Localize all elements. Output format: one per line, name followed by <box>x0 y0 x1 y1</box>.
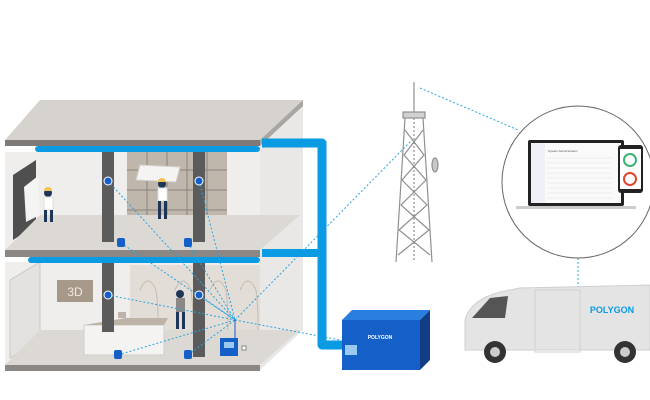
cell-tower <box>395 82 439 263</box>
sensor-icon <box>103 176 113 186</box>
dashboard-title: System Administration <box>548 149 578 153</box>
sensor-icon <box>114 350 122 359</box>
sensor-icon <box>184 238 192 247</box>
sensor-icon <box>184 350 192 359</box>
sensor-icon <box>117 238 125 247</box>
sensor-icon <box>194 176 204 186</box>
building: 3D <box>5 100 303 371</box>
sensor-icon <box>194 290 204 300</box>
worker-lower <box>176 290 185 329</box>
gateway-device <box>220 320 247 356</box>
van-brand-label: POLYGON <box>590 305 634 315</box>
sensor-icon <box>103 290 113 300</box>
3d-sign-label: 3D <box>67 285 83 299</box>
air-duct-main <box>262 138 342 350</box>
wireless-signals <box>107 87 579 356</box>
worker-middle <box>157 178 168 219</box>
3d-sign <box>57 280 93 302</box>
service-van: POLYGON <box>464 284 650 363</box>
dehumidifier-unit: POLYGON <box>342 310 430 370</box>
air-duct-upper <box>35 146 260 152</box>
monitoring-dashboard-callout: System Administration <box>501 105 650 259</box>
sensors <box>103 176 204 359</box>
unit-brand-label: POLYGON <box>368 335 393 341</box>
worker-left <box>43 187 54 222</box>
air-duct-lower <box>28 257 260 263</box>
